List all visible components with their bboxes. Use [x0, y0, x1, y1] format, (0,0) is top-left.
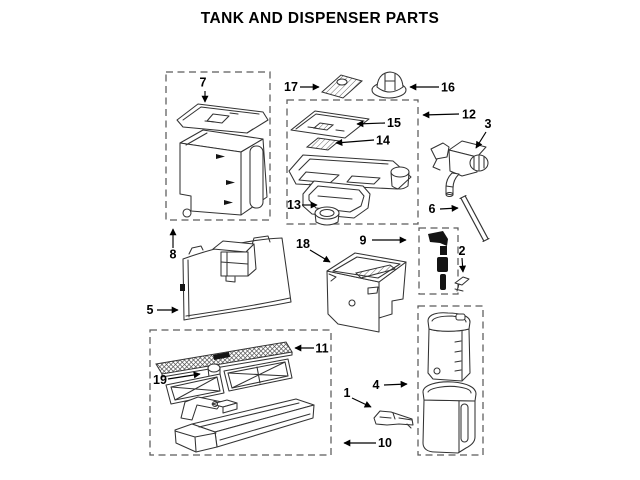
callout-arrow-19 [167, 371, 201, 380]
callout-label-12: 12 [462, 108, 476, 122]
callout-label-16: 16 [441, 81, 455, 95]
part-tray-right [223, 358, 293, 392]
part-10-drip-base [174, 396, 315, 453]
callout-label-3: 3 [485, 117, 492, 131]
part-1-clip [373, 410, 414, 429]
part-7-tank-body [179, 129, 268, 218]
part-9-sensor [428, 231, 448, 290]
callout-label-6: 6 [429, 202, 436, 216]
part-4-tank-lower [422, 381, 477, 454]
callout-arrow-18 [309, 249, 331, 263]
callout-label-1: 1 [344, 386, 351, 400]
callout-label-5: 5 [147, 303, 154, 317]
part-2-fitting [454, 276, 470, 292]
group-box-drip-tray [149, 329, 332, 456]
part-6-tube [459, 194, 490, 243]
callout-label-14: 14 [376, 134, 390, 148]
part-4-tank-upper [427, 312, 471, 382]
callout-label-18: 18 [296, 237, 310, 251]
group-boxes [149, 71, 484, 456]
callout-arrow-6 [439, 204, 459, 212]
part-11-grille [155, 341, 293, 378]
callout-label-8: 8 [170, 248, 177, 262]
callout-labels: 7 17 16 15 14 13 12 3 6 2 9 18 8 5 11 19… [147, 76, 492, 451]
callout-arrows [157, 83, 487, 447]
part-7-tank-lid [176, 103, 269, 134]
callout-label-17: 17 [284, 80, 298, 94]
callout-arrow-15 [356, 120, 386, 128]
callout-label-15: 15 [387, 116, 401, 130]
callout-label-9: 9 [360, 234, 367, 248]
callout-arrow-1 [351, 397, 372, 408]
part-tray-left [165, 373, 225, 405]
callout-label-10: 10 [378, 436, 392, 450]
callout-label-7: 7 [200, 76, 207, 90]
callout-label-19: 19 [153, 373, 167, 387]
callout-label-13: 13 [287, 198, 301, 212]
part-18-tank [326, 252, 407, 333]
callout-label-4: 4 [373, 378, 380, 392]
part-17-grate [320, 74, 364, 99]
page-title: TANK AND DISPENSER PARTS [201, 10, 439, 27]
dispenser-frame [288, 154, 412, 195]
callout-arrow-14 [335, 139, 375, 146]
callout-arrow-3 [475, 131, 487, 149]
group-box-tanks [417, 305, 484, 456]
part-13-drip-cup [302, 180, 371, 226]
part-3-valve [430, 140, 489, 198]
callout-arrow-4 [383, 380, 408, 388]
part-5-panel [180, 235, 292, 321]
part-14-insert [305, 137, 341, 151]
part-15-lid [290, 110, 370, 139]
callout-label-2: 2 [459, 244, 466, 258]
callout-arrow-2 [459, 257, 467, 273]
callout-label-11: 11 [315, 342, 328, 356]
group-box-sensor [418, 227, 459, 295]
group-box-tank-assembly [165, 71, 271, 221]
callout-arrow-12 [422, 111, 460, 119]
part-16-cap [371, 71, 407, 99]
